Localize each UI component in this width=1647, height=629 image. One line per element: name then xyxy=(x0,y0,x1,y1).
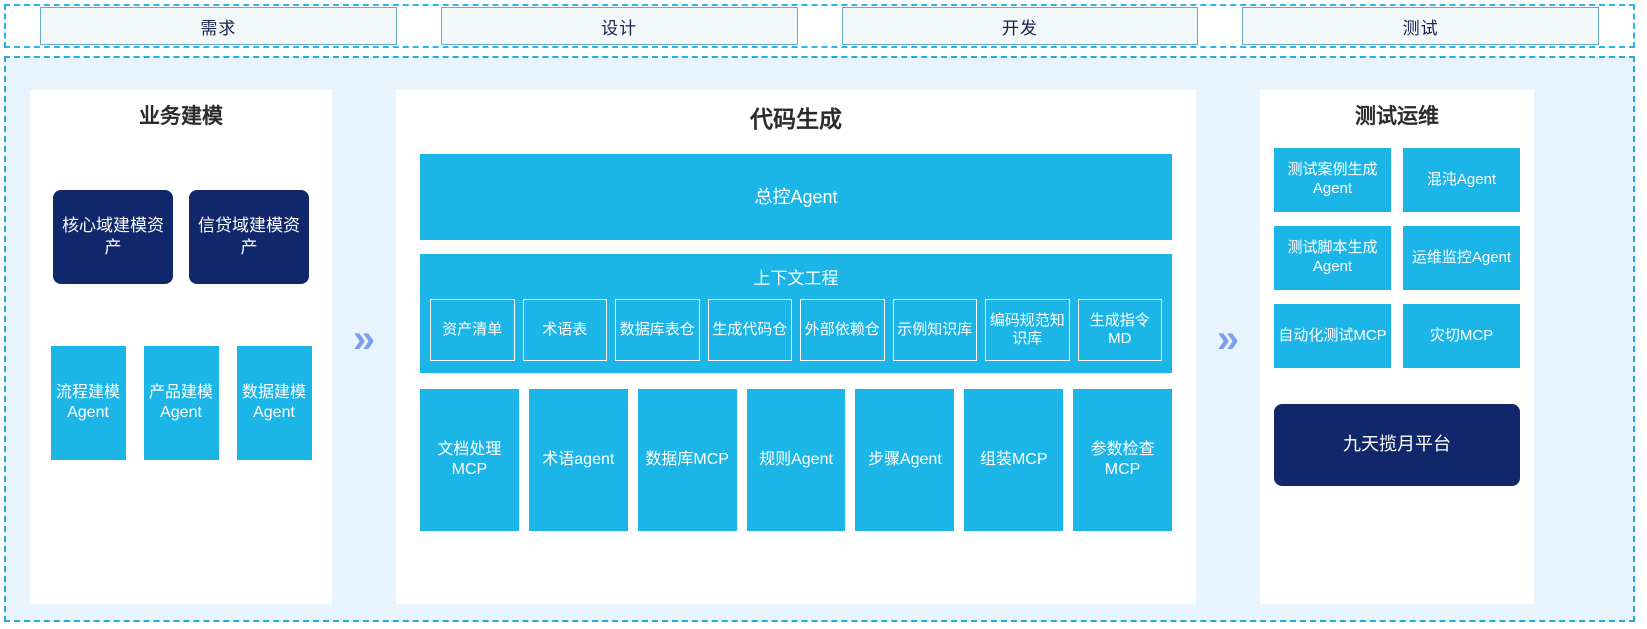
master-control-agent[interactable]: 总控Agent xyxy=(420,154,1172,240)
ops-automated-test-mcp[interactable]: 自动化测试MCP xyxy=(1274,304,1391,368)
tool-assembly-mcp[interactable]: 组装MCP xyxy=(964,389,1064,531)
phase-tab-testing[interactable]: 测试 xyxy=(1242,7,1599,45)
context-external-dependency-repo[interactable]: 外部依赖仓 xyxy=(800,299,885,361)
tool-database-mcp[interactable]: 数据库MCP xyxy=(637,389,737,531)
ops-test-case-generation-agent[interactable]: 测试案例生成Agent xyxy=(1274,148,1391,212)
flow-arrow-left: » xyxy=(352,317,376,361)
context-example-knowledge-base[interactable]: 示例知识库 xyxy=(892,299,977,361)
context-asset-inventory[interactable]: 资产清单 xyxy=(430,299,515,361)
panel-title-code-generation: 代码生成 xyxy=(750,106,842,132)
context-db-table-repo[interactable]: 数据库表仓 xyxy=(615,299,700,361)
panel-code-generation: 代码生成 总控Agent 上下文工程 资产清单 术语表 数据库表仓 生成代码仓 … xyxy=(396,90,1196,604)
phase-tab-development[interactable]: 开发 xyxy=(841,7,1199,45)
tool-parameter-check-mcp[interactable]: 参数检查MCP xyxy=(1073,389,1173,531)
tool-glossary-agent[interactable]: 术语agent xyxy=(528,389,628,531)
ops-test-script-generation-agent[interactable]: 测试脚本生成Agent xyxy=(1274,226,1391,290)
platform-jiutian-lanyue[interactable]: 九天揽月平台 xyxy=(1274,404,1520,486)
context-engineering-title: 上下文工程 xyxy=(753,269,839,288)
ops-chaos-agent[interactable]: 混沌Agent xyxy=(1403,148,1520,212)
flow-arrow-right: » xyxy=(1216,317,1240,361)
ops-card-group: 测试案例生成Agent 混沌Agent 测试脚本生成Agent 运维监控Agen… xyxy=(1274,148,1520,368)
asset-core-domain[interactable]: 核心域建模资产 xyxy=(53,190,173,284)
context-coding-standard-kb[interactable]: 编码规范知识库 xyxy=(985,299,1070,361)
architecture-body: 业务建模 核心域建模资产 信贷域建模资产 流程建模Agent 产品建模Agent… xyxy=(4,56,1635,622)
phase-tab-design[interactable]: 设计 xyxy=(440,7,798,45)
agent-product-modeling[interactable]: 产品建模Agent xyxy=(143,346,219,460)
tool-document-processing-mcp[interactable]: 文档处理MCP xyxy=(420,389,519,531)
asset-credit-domain[interactable]: 信贷域建模资产 xyxy=(189,190,309,284)
asset-box-group: 核心域建模资产 信贷域建模资产 xyxy=(44,190,318,284)
panel-test-operations: 测试运维 测试案例生成Agent 混沌Agent 测试脚本生成Agent 运维监… xyxy=(1260,90,1534,604)
phase-bar: 需求 设计 开发 测试 xyxy=(4,4,1635,48)
phase-tab-requirements[interactable]: 需求 xyxy=(40,7,397,45)
modeling-agent-group: 流程建模Agent 产品建模Agent 数据建模Agent xyxy=(44,346,318,460)
ops-monitoring-agent[interactable]: 运维监控Agent xyxy=(1403,226,1520,290)
panel-title-business-modeling: 业务建模 xyxy=(139,105,223,128)
context-box-group: 资产清单 术语表 数据库表仓 生成代码仓 外部依赖仓 示例知识库 编码规范知识库… xyxy=(426,299,1166,361)
context-generated-code-repo[interactable]: 生成代码仓 xyxy=(707,299,792,361)
context-glossary[interactable]: 术语表 xyxy=(522,299,607,361)
context-generation-instruction-md[interactable]: 生成指令MD xyxy=(1077,299,1162,361)
ops-disaster-recovery-mcp[interactable]: 灾切MCP xyxy=(1403,304,1520,368)
agent-data-modeling[interactable]: 数据建模Agent xyxy=(236,346,312,460)
panel-title-test-operations: 测试运维 xyxy=(1355,105,1439,128)
tool-rule-agent[interactable]: 规则Agent xyxy=(746,389,846,531)
context-engineering-band: 上下文工程 资产清单 术语表 数据库表仓 生成代码仓 外部依赖仓 示例知识库 编… xyxy=(420,254,1172,373)
tool-step-agent[interactable]: 步骤Agent xyxy=(855,389,955,531)
tool-card-group: 文档处理MCP 术语agent 数据库MCP 规则Agent 步骤Agent 组… xyxy=(420,389,1173,531)
agent-process-modeling[interactable]: 流程建模Agent xyxy=(50,346,126,460)
panel-business-modeling: 业务建模 核心域建模资产 信贷域建模资产 流程建模Agent 产品建模Agent… xyxy=(30,90,332,604)
